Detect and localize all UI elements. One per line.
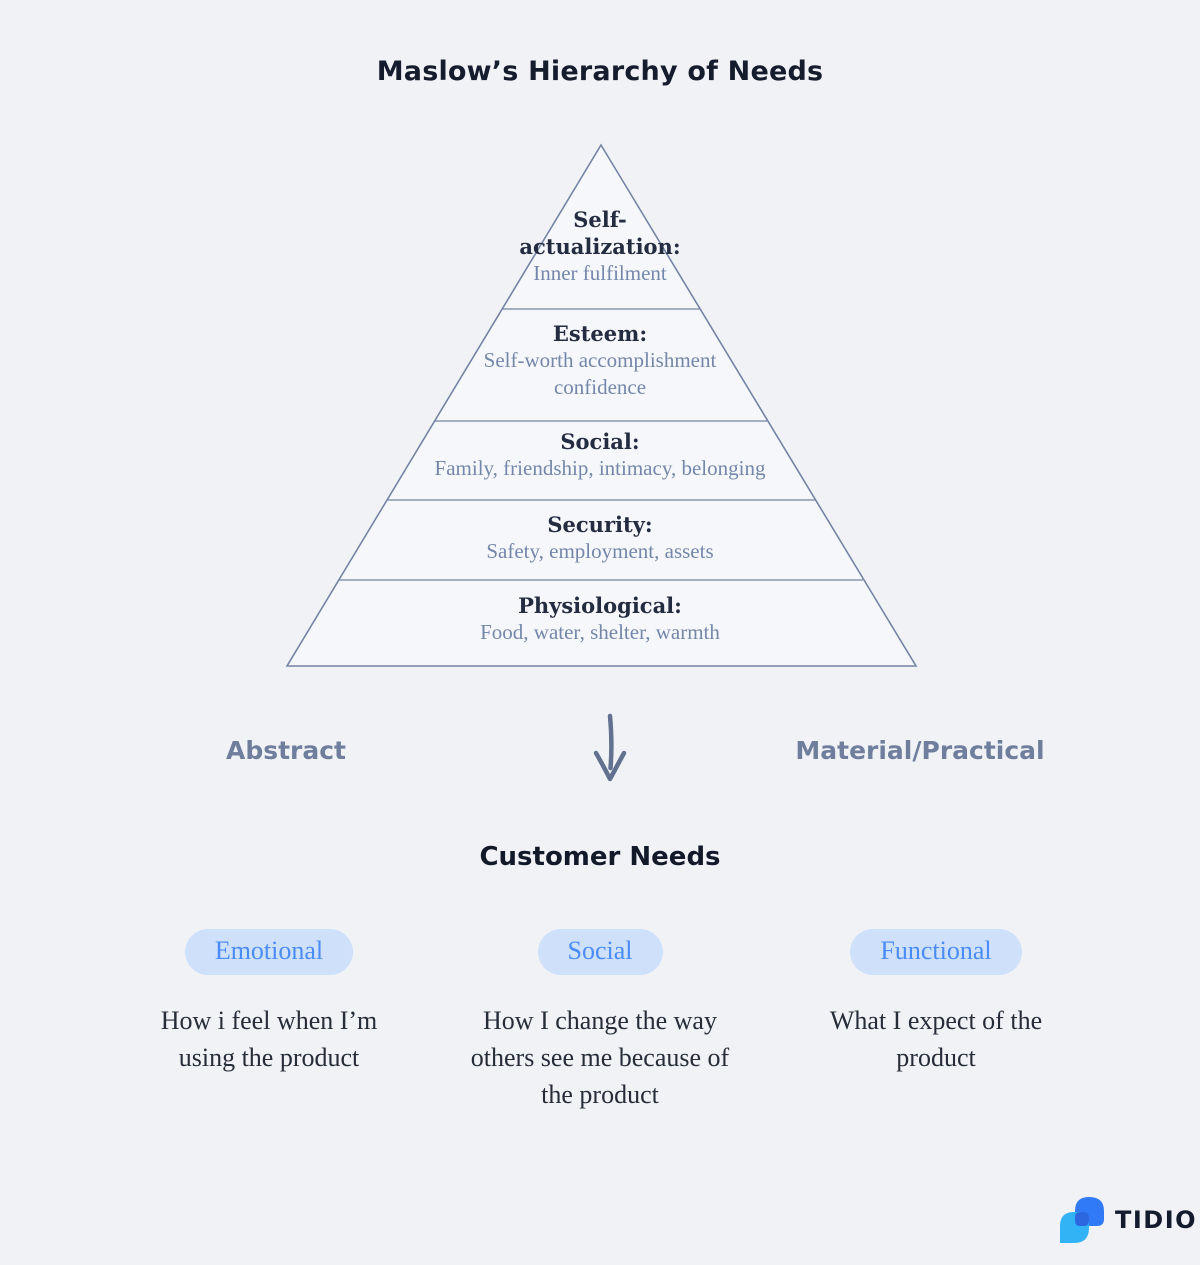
level-name: Social: bbox=[560, 429, 640, 454]
pyramid-level-esteem: Esteem: Self-worth accomplishment confid… bbox=[450, 320, 750, 401]
tidio-logo: TIDIO bbox=[1060, 1197, 1197, 1243]
category-column-functional: Functional What I expect of the product bbox=[776, 929, 1096, 1076]
category-description: What I expect of the product bbox=[829, 1006, 1043, 1072]
tidio-logo-icon bbox=[1060, 1197, 1104, 1243]
category-description: How I change the way others see me becau… bbox=[470, 1006, 730, 1109]
pyramid-level-security: Security: Safety, employment, assets bbox=[370, 511, 830, 565]
level-name: Self-actualization: bbox=[519, 207, 681, 259]
customer-needs-heading: Customer Needs bbox=[479, 842, 721, 872]
axis-label-abstract: Abstract bbox=[225, 736, 347, 765]
down-arrow-icon bbox=[593, 713, 627, 782]
category-column-emotional: Emotional How i feel when I’m using the … bbox=[109, 929, 429, 1076]
level-description: Inner fulfilment bbox=[533, 261, 667, 285]
category-pill-functional: Functional bbox=[850, 929, 1022, 975]
level-description: Safety, employment, assets bbox=[486, 539, 714, 563]
page-title: Maslow’s Hierarchy of Needs bbox=[376, 56, 824, 87]
level-name: Security: bbox=[547, 512, 653, 537]
pyramid-level-social: Social: Family, friendship, intimacy, be… bbox=[370, 428, 830, 482]
category-column-social: Social How I change the way others see m… bbox=[440, 929, 760, 1113]
level-name: Physiological: bbox=[518, 593, 682, 618]
level-name: Esteem: bbox=[552, 321, 648, 346]
category-pill-social: Social bbox=[537, 929, 663, 975]
pyramid-level-self-actualization: Self-actualization: Inner fulfilment bbox=[515, 206, 685, 287]
tidio-logo-text: TIDIO bbox=[1115, 1206, 1198, 1234]
axis-label-material-practical: Material/Practical bbox=[795, 736, 1045, 765]
pyramid-level-physiological: Physiological: Food, water, shelter, war… bbox=[320, 592, 880, 646]
level-description: Food, water, shelter, warmth bbox=[480, 620, 720, 644]
level-description: Self-worth accomplishment confidence bbox=[483, 348, 717, 399]
category-pill-emotional: Emotional bbox=[184, 929, 354, 975]
level-description: Family, friendship, intimacy, belonging bbox=[434, 456, 766, 480]
category-description: How i feel when I’m using the product bbox=[160, 1006, 378, 1072]
